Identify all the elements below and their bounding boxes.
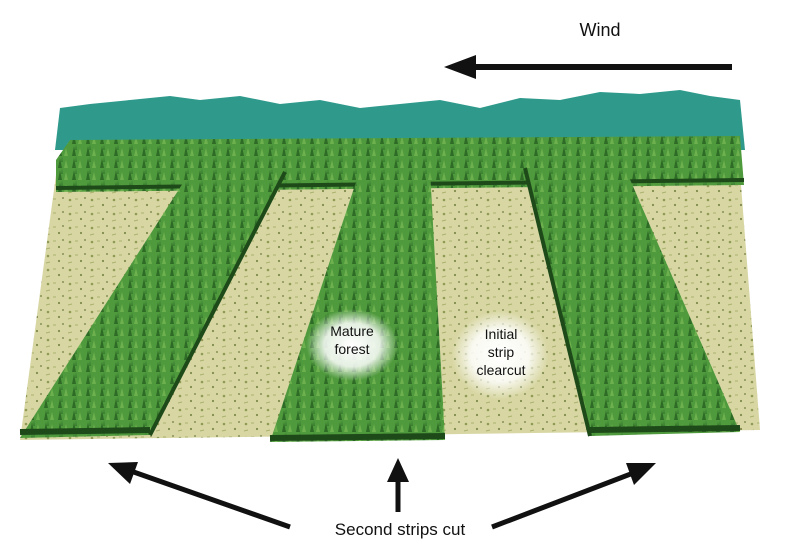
forest-strip-1: [20, 172, 285, 438]
initial-strip-glow: [452, 311, 548, 399]
distant-forest: [55, 90, 745, 150]
forest-strip-3: [525, 168, 740, 436]
arrow-to-center-strip: [387, 458, 409, 512]
wind-arrow: [444, 55, 732, 79]
arrow-to-left-strip: [108, 462, 291, 530]
mature-forest-label: Mature forest: [330, 323, 374, 357]
initial-strip-clearcut-label: Initial strip clearcut: [476, 326, 526, 378]
wind-label: Wind: [579, 20, 621, 40]
arrow-to-right-strip: [491, 463, 656, 530]
forest-strip-2: [270, 170, 445, 442]
mature-forest-glow: [306, 309, 398, 381]
second-strips-cut-label: Second strips cut: [334, 520, 466, 539]
